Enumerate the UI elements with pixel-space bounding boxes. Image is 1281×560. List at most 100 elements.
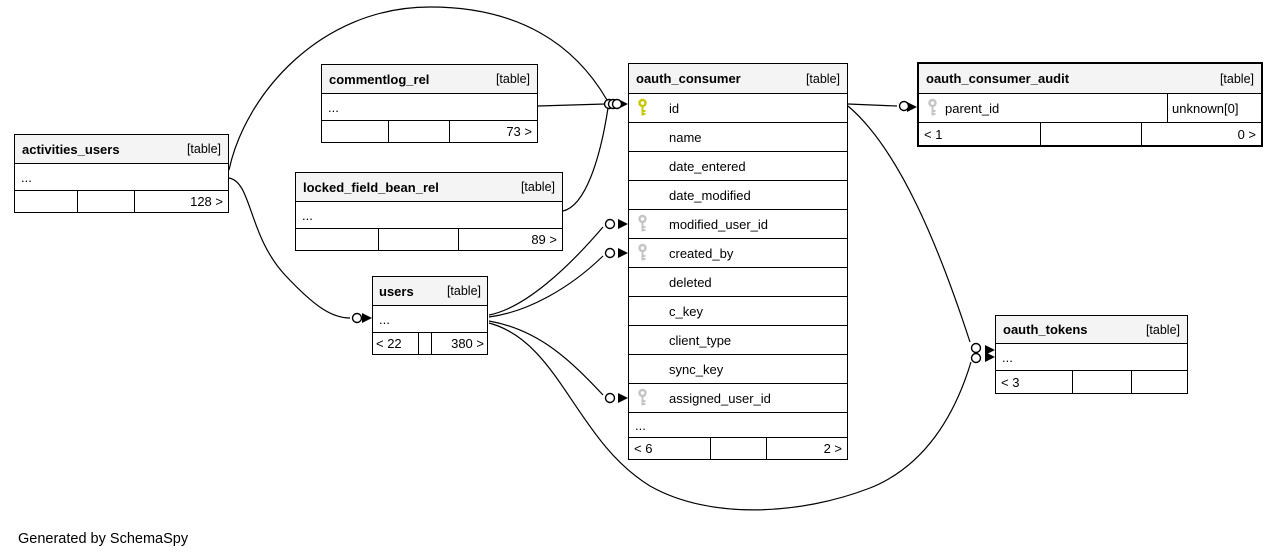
column-row-client-type: client_type: [629, 326, 847, 355]
column-row-sync-key: sync_key: [629, 355, 847, 384]
table-node-users[interactable]: users [table] ... < 22 380 >: [372, 276, 488, 355]
cardinality-circle: [351, 312, 363, 324]
table-header[interactable]: oauth_tokens [table]: [996, 316, 1187, 344]
footer-row: < 6 2 >: [629, 438, 847, 459]
ellipsis-label: ...: [328, 99, 339, 115]
table-name: oauth_consumer: [636, 71, 741, 86]
table-name: locked_field_bean_rel: [303, 179, 439, 195]
ellipsis-row: ...: [373, 306, 487, 333]
table-header[interactable]: activities_users [table]: [15, 135, 228, 164]
column-label: date_modified: [669, 187, 751, 203]
column-label: name: [669, 129, 702, 145]
table-header[interactable]: oauth_consumer_audit [table]: [919, 64, 1261, 94]
edge-users-to-oauth-tokens: [488, 322, 972, 511]
table-header[interactable]: users [table]: [373, 277, 487, 306]
footer-cell-mid: [710, 438, 766, 459]
edge-locked-to-consumer-id: [562, 107, 609, 212]
ellipsis-label: ...: [1002, 349, 1013, 365]
cardinality-circle: [611, 98, 623, 110]
column-label: created_by: [669, 245, 734, 261]
arrowhead: [362, 313, 372, 323]
arrowhead: [985, 345, 995, 355]
table-type-label: [table]: [1145, 322, 1180, 337]
column-label: deleted: [669, 274, 712, 290]
column-row-name: name: [629, 123, 847, 152]
column-row-date-modified: date_modified: [629, 181, 847, 210]
column-label: modified_user_id: [669, 216, 769, 232]
column-row-id: id: [629, 94, 847, 123]
footer-cell-parents: 380 >: [431, 333, 487, 354]
table-node-activities-users[interactable]: activities_users [table] ... 128 >: [14, 134, 229, 213]
table-name: oauth_tokens: [1003, 322, 1088, 337]
column-row-parent-id: parent_id unknown[0]: [919, 94, 1261, 123]
ellipsis-label: ...: [379, 311, 390, 327]
edge-users-to-created-by: [488, 255, 604, 318]
table-node-oauth-tokens[interactable]: oauth_tokens [table] ... < 3: [995, 315, 1188, 394]
column-row-c-key: c_key: [629, 297, 847, 326]
arrowhead: [618, 248, 628, 258]
table-type-label: [table]: [446, 284, 481, 298]
table-name: users: [379, 283, 414, 299]
edge-commentlog-to-consumer-id: [537, 103, 606, 107]
table-header[interactable]: oauth_consumer [table]: [629, 64, 847, 94]
foreign-key-icon: [927, 98, 938, 118]
table-node-oauth-consumer[interactable]: oauth_consumer [table] id name date_ente…: [628, 63, 848, 460]
column-label: c_key: [669, 303, 703, 319]
footer-cell-children: < 3: [1001, 374, 1020, 390]
ellipsis-row: ...: [296, 202, 562, 229]
column-row-deleted: deleted: [629, 268, 847, 297]
edge-activities-to-consumer-id: [228, 6, 608, 171]
table-node-locked-field-bean-rel[interactable]: locked_field_bean_rel [table] ... 89 >: [295, 172, 563, 251]
foreign-key-icon: [637, 214, 648, 234]
column-label: id: [669, 100, 680, 116]
footer-cell-parents: 89 >: [458, 229, 562, 250]
ellipsis-row: ...: [15, 164, 228, 191]
footer-cell-children: < 1: [924, 126, 943, 142]
footer-cell-parents: 2 >: [766, 438, 847, 459]
cardinality-circle: [604, 218, 616, 230]
footer-cell-mid: [1072, 371, 1131, 393]
table-name: oauth_consumer_audit: [926, 71, 1070, 86]
ellipsis-row: ...: [996, 344, 1187, 371]
footer-row: 73 >: [322, 121, 537, 142]
column-label: date_entered: [669, 158, 746, 174]
table-name: commentlog_rel: [329, 71, 430, 87]
cardinality-circle: [604, 247, 616, 259]
column-label: sync_key: [669, 361, 724, 377]
table-header[interactable]: locked_field_bean_rel [table]: [296, 173, 562, 202]
footer-cell-children: [15, 191, 77, 212]
footer-row: 89 >: [296, 229, 562, 250]
table-type-label: [table]: [186, 142, 221, 156]
footer-cell-parents: [1131, 371, 1187, 393]
foreign-key-icon: [637, 388, 648, 408]
table-header[interactable]: commentlog_rel [table]: [322, 65, 537, 94]
table-type-label: [table]: [520, 180, 555, 194]
edge-consumer-to-audit: [847, 103, 898, 107]
footer-cell-mid: [1040, 123, 1141, 145]
footer-row: < 22 380 >: [373, 333, 487, 354]
edge-activities-to-users: [228, 177, 351, 319]
table-type-label: [table]: [805, 71, 840, 86]
foreign-key-icon: [637, 243, 648, 263]
column-row-modified-user-id: modified_user_id: [629, 210, 847, 239]
footer-cell-mid: [388, 121, 449, 142]
ellipsis-label: ...: [21, 169, 32, 185]
footer-cell-children: [296, 229, 378, 250]
footer-cell-mid: [418, 333, 431, 354]
column-label: client_type: [669, 332, 732, 348]
primary-key-icon: [637, 98, 648, 118]
footer-cell-children: < 6: [634, 441, 653, 456]
table-node-commentlog-rel[interactable]: commentlog_rel [table] ... 73 >: [321, 64, 538, 143]
footer-cell-parents: 73 >: [449, 121, 537, 142]
footer-cell-mid: [378, 229, 458, 250]
footer-row: < 3: [996, 371, 1187, 393]
column-label: assigned_user_id: [669, 390, 771, 406]
arrowhead: [907, 102, 917, 112]
ellipsis-row: ...: [629, 413, 847, 438]
table-node-oauth-consumer-audit[interactable]: oauth_consumer_audit [table] parent_id u…: [917, 62, 1263, 147]
generator-caption: Generated by SchemaSpy: [18, 531, 189, 547]
arrowhead: [618, 219, 628, 229]
cardinality-circle: [970, 352, 982, 364]
cardinality-circle: [898, 100, 910, 112]
